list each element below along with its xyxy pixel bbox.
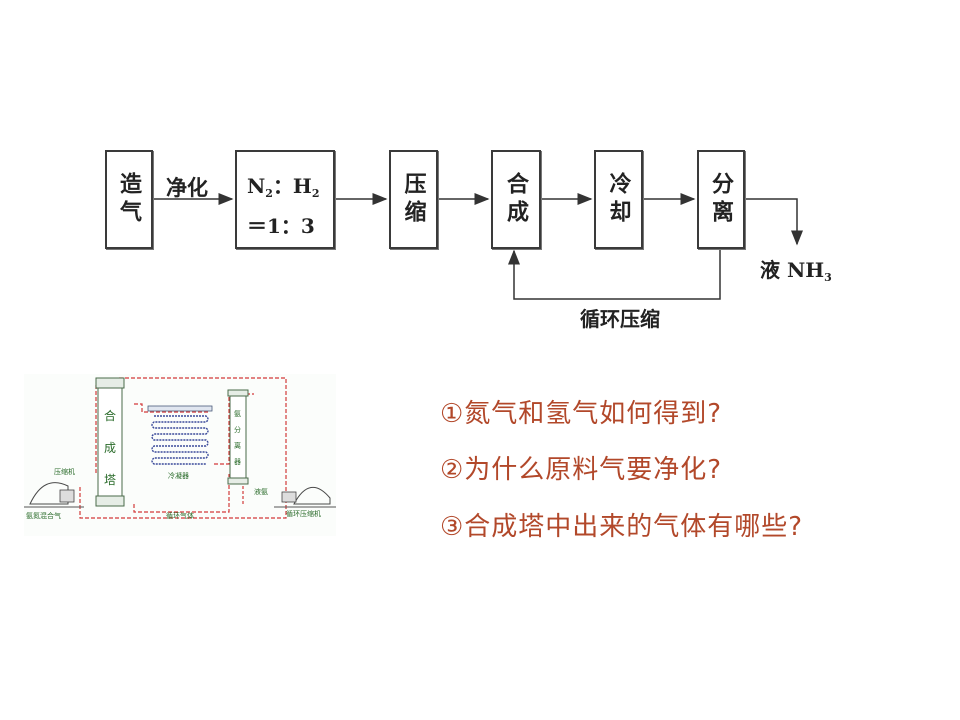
label-sep-1: 氨 [234, 409, 241, 418]
box-synthesis-label: 合成 [503, 171, 529, 228]
label-sep-4: 器 [234, 458, 241, 466]
synthesis-tower [97, 377, 123, 507]
separator [229, 391, 247, 483]
label-loop-gas: 循环气体 [166, 511, 194, 520]
pipe-loop [79, 377, 287, 519]
separator-base [227, 477, 249, 485]
feed-compressor [29, 482, 69, 505]
cooler-top [147, 405, 213, 412]
cooler-coil [151, 415, 209, 465]
separator-cap [227, 389, 249, 397]
tower-base [95, 495, 125, 507]
label-recycle-compressor: 循环压缩机 [286, 509, 321, 518]
question-1: ①氮气和氢气如何得到? [440, 399, 723, 429]
label-tower-1: 合 [104, 408, 116, 423]
label-recycle: 循环压缩 [580, 307, 660, 331]
box-separate: 分离 [697, 150, 745, 249]
label-sep-3: 离 [234, 441, 241, 450]
apparatus-bg [24, 374, 336, 536]
box-separate-label: 分离 [708, 171, 734, 228]
label-tower-3: 塔 [104, 473, 116, 487]
question-2: ②为什么原料气要净化? [440, 455, 723, 485]
box-compress-label: 压缩 [400, 171, 427, 228]
recycle-compressor-motor [281, 491, 297, 503]
label-liquid-nh3: 液 NH3 [760, 258, 832, 284]
ratio-line-2: ＝1：3 [247, 214, 315, 238]
box-ratio: N2：H2 ＝1：3 [235, 150, 335, 249]
label-compressor-in: 压缩机 [54, 467, 75, 476]
label-cooler: 冷凝器 [168, 471, 189, 480]
apparatus-illustration: 合 成 塔 氨 分 离 器 冷凝器 压缩机 氨氮混合气 循环气体 液氨 循环压缩… [24, 374, 336, 536]
pipe-to-cooler [134, 403, 209, 413]
question-3: ③合成塔中出来的气体有哪些? [440, 512, 804, 542]
feed-compressor-motor [59, 489, 75, 503]
recycle-compressor [293, 487, 331, 505]
label-feed: 氨氮混合气 [26, 511, 61, 520]
label-tower-2: 成 [104, 441, 116, 455]
box-make-gas-label: 造气 [116, 171, 142, 228]
box-compress: 压缩 [389, 150, 438, 249]
box-make-gas: 造气 [105, 150, 153, 249]
tower-cap [95, 377, 125, 389]
label-ammonia-out: 液氨 [254, 487, 268, 496]
box-cool-label: 冷却 [605, 171, 632, 228]
ratio-line-1: N2：H2 [247, 174, 320, 200]
arrow-recycle [508, 247, 721, 300]
arrow-to-liquid [745, 198, 803, 246]
box-synthesis: 合成 [491, 150, 541, 249]
label-sep-2: 分 [234, 425, 241, 434]
flow-connectors [152, 193, 803, 300]
box-cool: 冷却 [594, 150, 643, 249]
label-purify: 净化 [166, 175, 208, 200]
pipe-return [133, 474, 230, 513]
